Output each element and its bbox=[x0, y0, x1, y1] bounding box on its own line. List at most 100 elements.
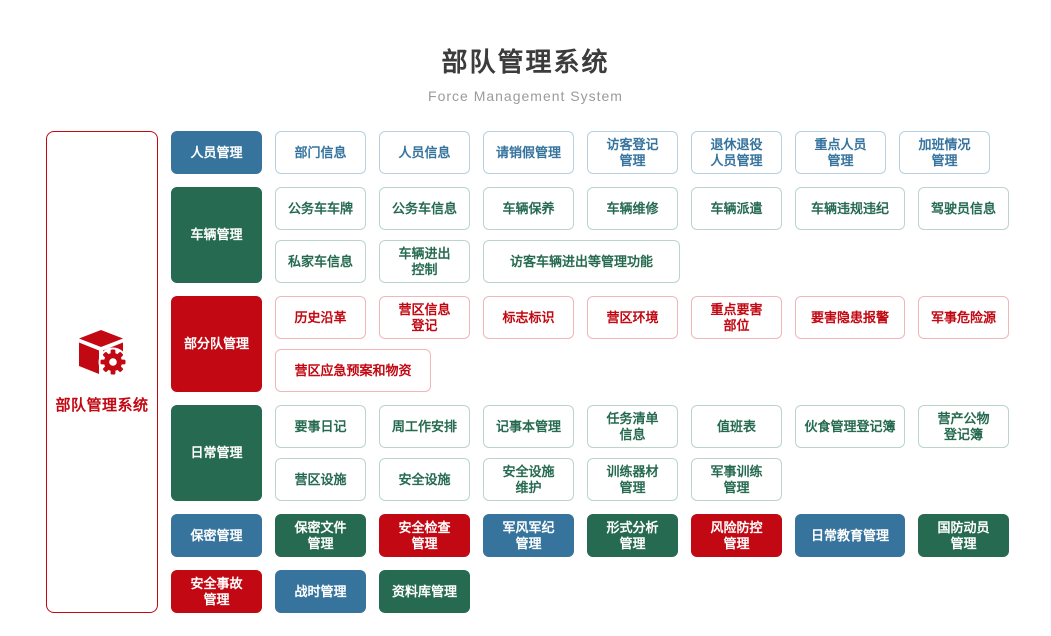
category-items: 部门信息 人员信息 请销假管理 访客登记 管理 退休退役 人员管理 重点人员 管理 加班情况… bbox=[275, 131, 990, 174]
feature-item: 营区设施 bbox=[275, 458, 366, 501]
feature-item-label: 营区设施 bbox=[294, 471, 347, 487]
feature-item-label: 标志标识 bbox=[502, 309, 555, 325]
feature-item: 安全设施 bbox=[379, 458, 470, 501]
feature-item: 伙食管理登记簿 bbox=[795, 405, 905, 448]
feature-item-label: 要事日记 bbox=[294, 418, 347, 434]
feature-item: 访客车辆进出等管理功能 bbox=[483, 240, 680, 283]
feature-item-label: 资料库管理 bbox=[391, 583, 457, 599]
feature-item-label: 公务车信息 bbox=[391, 200, 457, 216]
item-line: 公务车车牌公务车信息车辆保养车辆维修车辆派遣车辆违规违纪驾驶员信息 bbox=[275, 187, 1009, 230]
category-header-label: 保密管理 bbox=[190, 527, 243, 543]
feature-item-label: 车辆进出 控制 bbox=[398, 245, 451, 277]
feature-item: 军事危险源 bbox=[918, 296, 1009, 339]
page-title: 部队管理系统 bbox=[441, 47, 610, 77]
feature-item: 请销假管理 bbox=[483, 131, 574, 174]
feature-item-label: 军事训练 管理 bbox=[710, 463, 763, 495]
category-row: 日常管理要事日记周工作安排记事本管理任务清单 信息值班表伙食管理登记簿营产公物 … bbox=[171, 405, 1009, 501]
feature-item: 战时管理 bbox=[275, 570, 366, 613]
category-row: 安全事故 管理 战时管理 资料库管理 bbox=[171, 570, 1009, 613]
category-header-label: 安全事故 管理 bbox=[190, 575, 243, 607]
category-rows: 人员管理 部门信息 人员信息 请销假管理 访客登记 管理 退休退役 人员管理 重点人员 管理… bbox=[171, 131, 1009, 613]
feature-item-label: 形式分析 管理 bbox=[606, 519, 659, 551]
feature-item: 公务车车牌 bbox=[275, 187, 366, 230]
feature-item: 风险防控 管理 bbox=[691, 514, 782, 557]
feature-item: 车辆维修 bbox=[587, 187, 678, 230]
feature-item-label: 国防动员 管理 bbox=[937, 519, 990, 551]
feature-item-label: 安全检查 管理 bbox=[398, 519, 451, 551]
item-line: 历史沿革 营区信息 登记 标志标识 营区环境 重点要害 部位 要害隐患报警 军事危险源 bbox=[275, 296, 1009, 339]
category-header-label: 人员管理 bbox=[190, 144, 243, 160]
feature-item: 军事训练 管理 bbox=[691, 458, 782, 501]
feature-item: 营区环境 bbox=[587, 296, 678, 339]
feature-item-label: 重点人员 管理 bbox=[814, 136, 867, 168]
feature-item: 记事本管理 bbox=[483, 405, 574, 448]
feature-item: 人员信息 bbox=[379, 131, 470, 174]
feature-item: 部门信息 bbox=[275, 131, 366, 174]
feature-item-label: 请销假管理 bbox=[495, 144, 561, 160]
category-header: 人员管理 bbox=[171, 131, 262, 174]
item-line: 战时管理 资料库管理 bbox=[275, 570, 470, 613]
feature-item: 训练器材 管理 bbox=[587, 458, 678, 501]
feature-item-label: 保密文件 管理 bbox=[294, 519, 347, 551]
feature-item-label: 公务车车牌 bbox=[287, 200, 353, 216]
feature-item-label: 营产公物 登记簿 bbox=[937, 410, 990, 442]
feature-item: 驾驶员信息 bbox=[918, 187, 1009, 230]
feature-item-label: 记事本管理 bbox=[495, 418, 561, 434]
category-header: 日常管理 bbox=[171, 405, 262, 501]
feature-item-label: 军风军纪 管理 bbox=[502, 519, 555, 551]
feature-item: 车辆违规违纪 bbox=[795, 187, 905, 230]
root-label: 部队管理系统 bbox=[55, 397, 149, 414]
feature-item-label: 驾驶员信息 bbox=[930, 200, 996, 216]
category-items: 历史沿革 营区信息 登记 标志标识 营区环境 重点要害 部位 要害隐患报警 军事危险源营区应… bbox=[275, 296, 1009, 392]
feature-item: 军风军纪 管理 bbox=[483, 514, 574, 557]
feature-item: 要害隐患报警 bbox=[795, 296, 905, 339]
feature-item-label: 战时管理 bbox=[294, 583, 347, 599]
category-header: 部分队管理 bbox=[171, 296, 262, 392]
feature-item-label: 加班情况 管理 bbox=[918, 136, 971, 168]
feature-item-label: 要害隐患报警 bbox=[810, 309, 889, 325]
category-header-label: 部分队管理 bbox=[183, 336, 249, 351]
feature-item-label: 任务清单 信息 bbox=[606, 410, 659, 442]
category-items: 战时管理 资料库管理 bbox=[275, 570, 470, 613]
feature-item-label: 营区信息 登记 bbox=[398, 301, 451, 333]
item-line: 部门信息 人员信息 请销假管理 访客登记 管理 退休退役 人员管理 重点人员 管理 加班情况… bbox=[275, 131, 990, 174]
feature-item-label: 访客登记 管理 bbox=[606, 136, 659, 168]
category-header: 保密管理 bbox=[171, 514, 262, 557]
feature-item: 访客登记 管理 bbox=[587, 131, 678, 174]
feature-item: 私家车信息 bbox=[275, 240, 366, 283]
feature-item-label: 风险防控 管理 bbox=[710, 519, 763, 551]
feature-item: 日常教育管理 bbox=[795, 514, 905, 557]
item-line: 营区设施 安全设施安全设施 维护训练器材 管理 军事训练 管理 bbox=[275, 458, 1009, 501]
feature-item: 任务清单 信息 bbox=[587, 405, 678, 448]
feature-item: 形式分析 管理 bbox=[587, 514, 678, 557]
feature-item: 退休退役 人员管理 bbox=[691, 131, 782, 174]
feature-item-label: 车辆违规违纪 bbox=[810, 200, 889, 216]
category-header: 安全事故 管理 bbox=[171, 570, 262, 613]
category-row: 保密管理 保密文件 管理 安全检查 管理 军风军纪 管理 形式分析 管理 风险防控 管理日… bbox=[171, 514, 1009, 557]
feature-item: 车辆进出 控制 bbox=[379, 240, 470, 283]
feature-item: 安全检查 管理 bbox=[379, 514, 470, 557]
category-row: 车辆管理公务车车牌公务车信息车辆保养车辆维修车辆派遣车辆违规违纪驾驶员信息私家车… bbox=[171, 187, 1009, 283]
feature-item-label: 训练器材 管理 bbox=[606, 463, 659, 495]
feature-item-label: 重点要害 部位 bbox=[710, 301, 763, 333]
feature-item-label: 历史沿革 bbox=[294, 309, 347, 325]
system-diagram: 部队管理系统 人员管理 部门信息 人员信息 请销假管理 访客登记 管理 退休退役 人员管理… bbox=[0, 104, 1051, 613]
feature-item-label: 人员信息 bbox=[398, 144, 451, 160]
feature-item-label: 营区环境 bbox=[606, 309, 659, 325]
feature-item: 公务车信息 bbox=[379, 187, 470, 230]
feature-item: 历史沿革 bbox=[275, 296, 366, 339]
feature-item-label: 退休退役 人员管理 bbox=[710, 136, 763, 168]
category-items: 保密文件 管理 安全检查 管理 军风军纪 管理 形式分析 管理 风险防控 管理日常教育管… bbox=[275, 514, 1009, 557]
category-row: 部分队管理 历史沿革 营区信息 登记 标志标识 营区环境 重点要害 部位 要害隐患报警 军事危… bbox=[171, 296, 1009, 392]
feature-item: 安全设施 维护 bbox=[483, 458, 574, 501]
feature-item-label: 私家车信息 bbox=[287, 253, 353, 269]
feature-item: 资料库管理 bbox=[379, 570, 470, 613]
feature-item: 值班表 bbox=[691, 405, 782, 448]
feature-item: 标志标识 bbox=[483, 296, 574, 339]
item-line: 保密文件 管理 安全检查 管理 军风军纪 管理 形式分析 管理 风险防控 管理日常教育管… bbox=[275, 514, 1009, 557]
cube-gear-icon bbox=[79, 330, 128, 377]
feature-item: 营区信息 登记 bbox=[379, 296, 470, 339]
feature-item: 营区应急预案和物资 bbox=[275, 349, 431, 392]
feature-item: 车辆保养 bbox=[483, 187, 574, 230]
page-header: 部队管理系统 Force Management System bbox=[0, 0, 1051, 104]
